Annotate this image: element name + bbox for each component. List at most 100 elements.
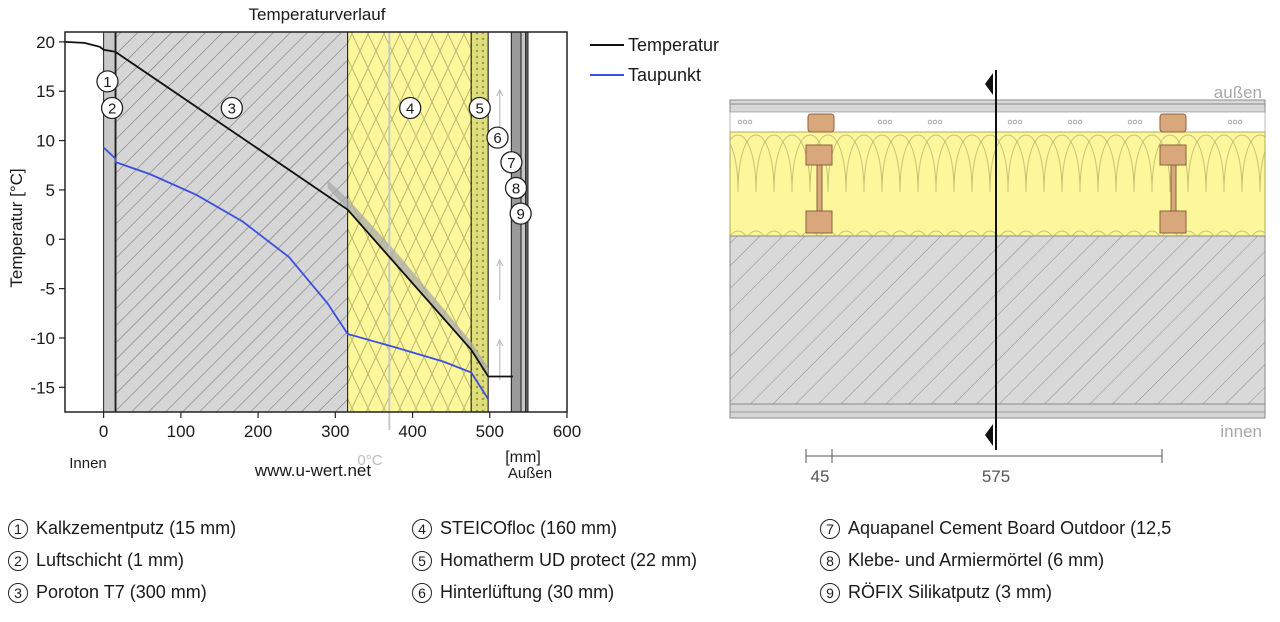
zero-degree-label: 0°C	[357, 452, 382, 469]
x-tick-label: 100	[167, 422, 195, 441]
legend-number: 9	[820, 582, 840, 603]
masonry-layer	[729, 235, 1266, 405]
gap-marker	[932, 119, 938, 125]
gap-marker	[1237, 119, 1243, 125]
section-arrow-top	[985, 73, 993, 95]
y-tick-label: 0	[46, 230, 55, 249]
layer-number-text: 1	[103, 74, 111, 91]
wall-layers	[103, 31, 529, 413]
layer-number-text: 3	[228, 101, 236, 118]
website-label: www.u-wert.net	[254, 461, 371, 480]
timber-stud-left	[805, 113, 835, 234]
y-tick-label: 15	[36, 82, 55, 101]
gap-marker	[927, 119, 933, 125]
layer-number-badge	[509, 202, 532, 225]
y-tick-label: 5	[46, 181, 55, 200]
legend-number: 7	[820, 518, 840, 539]
legend-item-8: 8 Klebe- und Armiermörtel (6 mm)	[820, 550, 1104, 571]
wall-layer-3	[115, 31, 349, 413]
x-tick-label: 200	[244, 422, 272, 441]
gap-marker	[1132, 119, 1138, 125]
legend-item-7: 7 Aquapanel Cement Board Outdoor (12,5	[820, 518, 1171, 539]
series-line-taupunkt	[102, 146, 489, 400]
gap-marker	[747, 119, 753, 125]
layer-number-badge	[504, 176, 528, 200]
layer-number-badge	[468, 96, 491, 120]
airflow-arrow-head	[496, 88, 504, 97]
layer-number-badge	[220, 96, 243, 120]
gap-marker	[882, 119, 888, 125]
legend-text: STEICOfloc (160 mm)	[440, 518, 618, 538]
legend-item-2: 2 Luftschicht (1 mm)	[8, 550, 184, 571]
legend-item-5: 5 Homatherm UD protect (22 mm)	[412, 550, 697, 571]
chart-series	[64, 40, 513, 400]
dimension-575: 575	[982, 467, 1010, 486]
inner-plaster-layer	[729, 403, 1266, 419]
legend-item-4: 4 STEICOfloc (160 mm)	[412, 518, 617, 539]
gap-marker	[1007, 119, 1013, 125]
layer-number-badge	[100, 96, 124, 120]
legend-label-temperatur: Temperatur	[628, 35, 719, 55]
gap-marker	[1072, 119, 1078, 125]
condensation-band	[327, 180, 489, 377]
legend-number: 4	[412, 518, 432, 539]
airflow-arrow-head	[496, 258, 504, 267]
legend-item-6: 6 Hinterlüftung (30 mm)	[412, 582, 614, 603]
y-tick-label: -15	[30, 378, 55, 397]
legend-item-9: 9 RÖFIX Silikatputz (3 mm)	[820, 582, 1052, 603]
gap-marker	[1012, 119, 1018, 125]
ventilation-gap-markers	[737, 119, 1243, 125]
outer-render-layer	[729, 99, 1266, 113]
layer-number-text: 4	[406, 101, 414, 118]
layer-number-text: 8	[512, 180, 520, 197]
layer-number-badge	[486, 126, 509, 149]
legend-item-3: 3 Poroton T7 (300 mm)	[8, 582, 207, 603]
dimension-line	[805, 449, 1163, 463]
x-tick-label: 300	[321, 422, 349, 441]
airflow-arrow-head	[496, 338, 504, 347]
y-tick-label: 10	[36, 132, 55, 151]
gap-marker	[1137, 119, 1143, 125]
gap-marker	[887, 119, 893, 125]
legend-text: Poroton T7 (300 mm)	[36, 582, 207, 602]
layer-number-text: 5	[476, 101, 484, 118]
gap-marker	[1232, 119, 1238, 125]
layer-number-badge	[500, 151, 523, 174]
legend-number: 1	[8, 518, 28, 539]
section-arrow-bottom	[985, 424, 993, 446]
legend-text: Kalkzementputz (15 mm)	[36, 518, 237, 538]
x-axis-label: [mm]	[505, 449, 541, 466]
inside-label: Innen	[69, 455, 107, 472]
y-tick-label: -10	[30, 329, 55, 348]
legend-text: RÖFIX Silikatputz (3 mm)	[848, 582, 1053, 602]
gap-marker	[737, 119, 743, 125]
wall-section-drawing: außen innen 45 575	[729, 70, 1266, 486]
timber-stud-right	[1159, 113, 1187, 234]
legend-text: Aquapanel Cement Board Outdoor (12,5	[848, 518, 1172, 538]
layer-number-text: 9	[516, 206, 524, 223]
y-axis-label: Temperatur [°C]	[7, 168, 26, 287]
legend-number: 6	[412, 582, 432, 603]
legend-label-taupunkt: Taupunkt	[628, 65, 701, 85]
legend-number: 3	[8, 582, 28, 603]
y-tick-label: 20	[36, 33, 55, 52]
gap-marker	[742, 119, 748, 125]
layer-number-text: 6	[493, 130, 501, 147]
inside-side-label: innen	[1220, 422, 1262, 441]
layer-number-badge	[96, 70, 119, 93]
legend-text: Homatherm UD protect (22 mm)	[440, 550, 698, 570]
layer-number-text: 7	[507, 155, 515, 172]
legend-number: 5	[412, 550, 432, 571]
legend-text: Luftschicht (1 mm)	[36, 550, 185, 570]
y-tick-label: -5	[40, 280, 55, 299]
gap-marker	[937, 119, 943, 125]
x-tick-label: 600	[553, 422, 581, 441]
legend-item-1: 1 Kalkzementputz (15 mm)	[8, 518, 236, 539]
gap-marker	[1077, 119, 1083, 125]
gap-marker	[1227, 119, 1233, 125]
gap-marker	[877, 119, 883, 125]
outside-label: Außen	[508, 465, 552, 482]
